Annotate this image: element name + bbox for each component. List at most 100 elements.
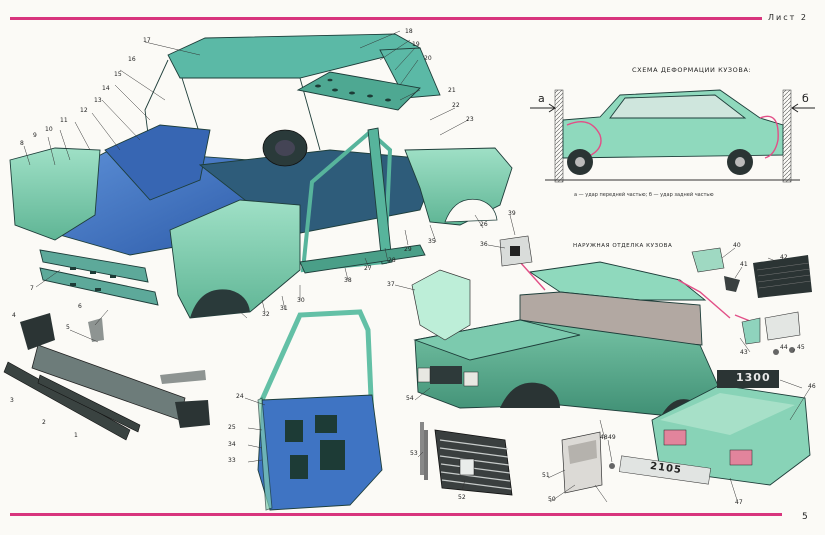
callout-2: 2 xyxy=(42,419,46,426)
callout-24: 24 xyxy=(236,393,244,400)
callout-4: 4 xyxy=(12,312,16,319)
callout-16: 16 xyxy=(128,56,136,63)
grille-emblem xyxy=(459,458,475,476)
callout-27: 27 xyxy=(364,265,372,272)
callout-49: 49 xyxy=(608,434,616,441)
callout-9: 9 xyxy=(33,132,37,139)
callout-13: 13 xyxy=(94,97,102,104)
roof-panel xyxy=(167,33,422,79)
bumper-strip-2 xyxy=(37,374,141,433)
bottom-rule xyxy=(10,513,782,516)
front-door-exploded xyxy=(257,309,383,511)
pillar-bracket xyxy=(411,269,471,341)
callout-32: 32 xyxy=(262,311,270,318)
deformation-caption: а — удар передней частью; б — удар задне… xyxy=(574,192,714,198)
car-headlight-left xyxy=(417,367,431,383)
left-barrier xyxy=(554,89,564,183)
car-front-wheel-arch xyxy=(500,382,560,408)
callout-6: 6 xyxy=(78,303,82,310)
arrow-front xyxy=(530,103,556,113)
callout-54: 54 xyxy=(406,395,414,402)
deformation-title: Схема деформации кузова: xyxy=(632,66,752,74)
callout-10: 10 xyxy=(45,126,53,133)
arrow-rear xyxy=(791,103,815,113)
callout-17: 17 xyxy=(143,37,151,44)
callout-18: 18 xyxy=(405,28,413,35)
dash-panel xyxy=(104,124,211,201)
scheme-window xyxy=(609,94,747,119)
clip-3 xyxy=(609,463,615,469)
tail-lamp-left xyxy=(663,429,687,446)
top-rule xyxy=(10,17,762,20)
callout-42: 42 xyxy=(780,254,788,261)
bumper-assembly xyxy=(3,313,210,441)
car-headlight-right xyxy=(463,371,479,387)
hood-emblem-mark xyxy=(510,246,520,256)
callout-25: 25 xyxy=(228,424,236,431)
exterior-trim-title: Наружная отделка кузова xyxy=(573,243,673,249)
callout-8: 8 xyxy=(20,140,24,147)
door-frame-outer xyxy=(259,309,375,421)
parcel-shelf-holes xyxy=(315,78,391,102)
callout-31: 31 xyxy=(280,305,288,312)
callout-20: 20 xyxy=(424,55,432,62)
scheme-front-deformation xyxy=(566,121,602,159)
scheme-rear-hub xyxy=(735,157,745,167)
callout-51: 51 xyxy=(542,472,550,479)
bumper-corner-right xyxy=(175,400,210,428)
b-pillar xyxy=(367,127,393,265)
callout-41: 41 xyxy=(740,261,748,268)
callout-29: 29 xyxy=(404,246,412,253)
side-panel xyxy=(169,199,301,319)
rear-badge-plate xyxy=(717,370,779,388)
deformation-scheme xyxy=(530,89,815,183)
callout-52: 52 xyxy=(458,494,466,501)
callout-34: 34 xyxy=(228,441,236,448)
clip-2 xyxy=(773,349,779,355)
vent-grille xyxy=(753,255,812,298)
rocker-sill xyxy=(299,244,426,274)
bumper-corner-left xyxy=(20,313,55,350)
vent-grille-slots xyxy=(756,262,812,289)
deformation-label-b: б xyxy=(802,92,809,105)
door-panel-openings xyxy=(285,415,345,479)
bumper-bolt xyxy=(160,370,206,384)
callout-40: 40 xyxy=(733,242,741,249)
side-indicator xyxy=(561,431,603,494)
rear-pillar xyxy=(379,47,441,99)
callout-15: 15 xyxy=(114,71,122,78)
callout-47: 47 xyxy=(735,499,743,506)
bumper-bracket xyxy=(88,318,104,342)
callout-53: 53 xyxy=(410,450,418,457)
small-trim-parts xyxy=(609,247,812,469)
car-grille xyxy=(430,366,462,384)
wheel-arch-front xyxy=(190,289,250,318)
grille-bolt xyxy=(424,430,428,480)
grille-screw xyxy=(420,422,424,475)
callout-45: 45 xyxy=(797,344,805,351)
scheme-rear-deformation xyxy=(759,115,779,159)
scheme-front-hub xyxy=(575,157,585,167)
c-pillar-trim xyxy=(691,247,725,273)
callout-28: 28 xyxy=(388,257,396,264)
callout-33: 33 xyxy=(228,457,236,464)
callout-21: 21 xyxy=(448,87,456,94)
trunk-lid xyxy=(651,384,811,486)
callout-35: 35 xyxy=(428,238,436,245)
callout-37: 37 xyxy=(387,281,395,288)
callout-46: 46 xyxy=(808,383,816,390)
spare-wheel-hub xyxy=(275,140,295,156)
callout-7: 7 xyxy=(30,285,34,292)
callout-23: 23 xyxy=(466,116,474,123)
mirror-mount xyxy=(724,276,740,292)
callout-50: 50 xyxy=(548,496,556,503)
side-lamp-cover xyxy=(764,311,801,341)
leader-lines xyxy=(23,30,811,503)
page-number: 5 xyxy=(802,512,808,522)
callout-38: 38 xyxy=(344,277,352,284)
callout-30: 30 xyxy=(297,297,305,304)
callout-44: 44 xyxy=(780,344,788,351)
sheet-label: Лист 2 xyxy=(768,13,808,22)
callout-5: 5 xyxy=(66,324,70,331)
